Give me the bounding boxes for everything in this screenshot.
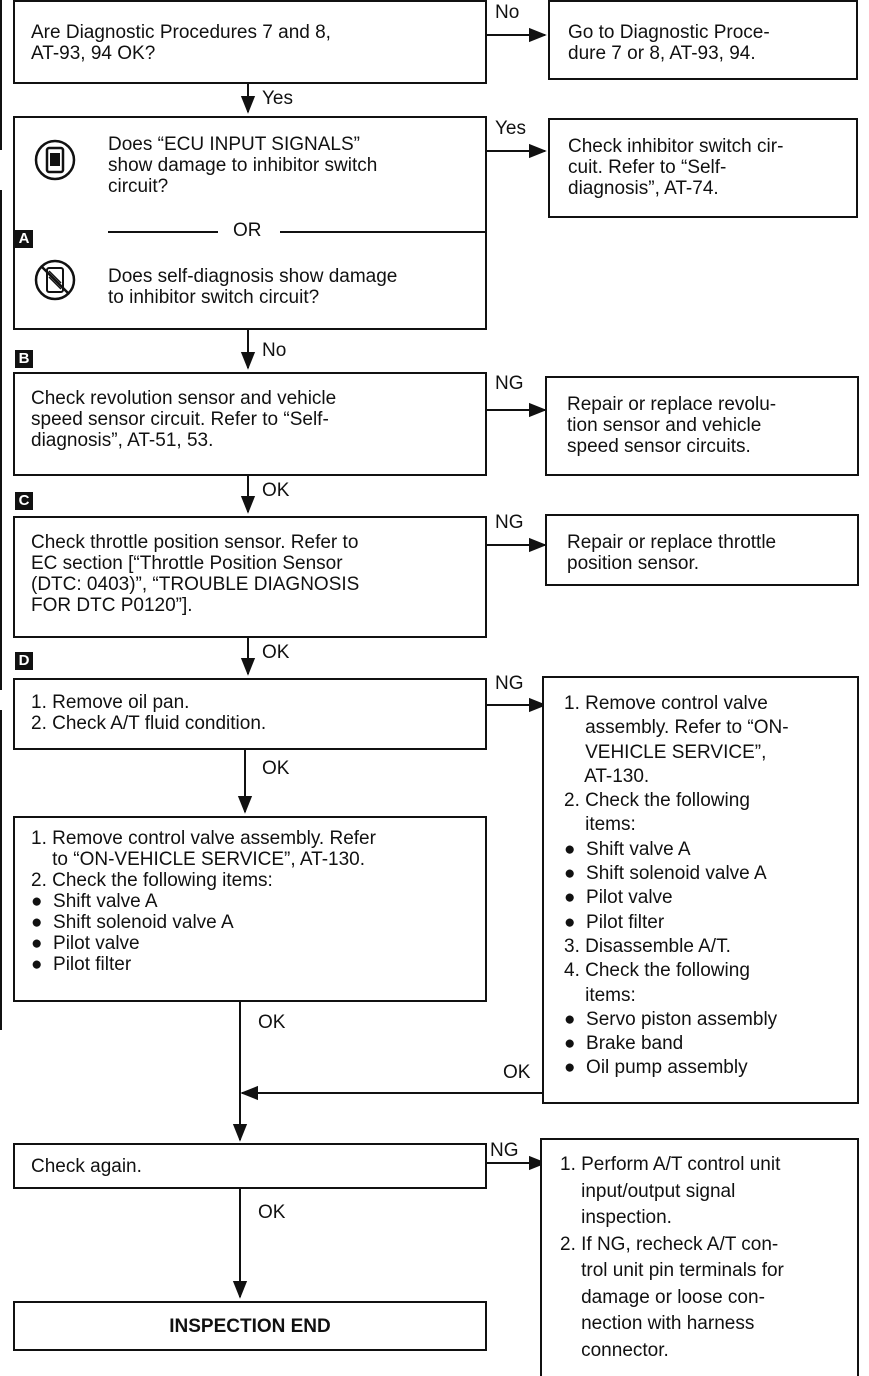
label-no: No [262, 340, 287, 361]
or-divider [108, 231, 218, 233]
check-revolution-sensor: Check revolution sensor and vehicle spee… [13, 372, 487, 476]
label-ng: NG [495, 512, 524, 533]
marker-c: C [15, 492, 33, 510]
margin-bar [0, 190, 2, 690]
instruction-text: 1. Remove control valve assembly. Refer … [564, 693, 789, 1079]
instruction-text: Check throttle position sensor. Refer to… [31, 532, 360, 616]
or-label: OR [233, 220, 262, 241]
margin-bar [0, 710, 2, 1030]
label-ng: NG [490, 1140, 519, 1161]
instruction-text: 1. Remove control valve assembly. Refer … [31, 828, 376, 975]
consult-icon [34, 139, 76, 181]
go-to-procedure-box: Go to Diagnostic Proce- dure 7 or 8, AT-… [548, 0, 858, 80]
inspection-end: INSPECTION END [13, 1301, 487, 1351]
question-text: Are Diagnostic Procedures 7 and 8, AT-93… [31, 22, 331, 64]
label-no: No [495, 2, 520, 23]
remove-oil-pan: 1. Remove oil pan. 2. Check A/T fluid co… [13, 678, 487, 750]
end-text: INSPECTION END [169, 1316, 331, 1337]
marker-b: B [15, 350, 33, 368]
label-ok: OK [503, 1062, 531, 1083]
question-text: Does self-diagnosis show damage to inhib… [108, 266, 398, 308]
repair-revolution-sensor: Repair or replace revolu- tion sensor an… [545, 376, 859, 476]
remove-control-valve-full: 1. Remove control valve assembly. Refer … [542, 676, 859, 1104]
perform-signal-inspection: 1. Perform A/T control unit input/output… [540, 1138, 859, 1376]
instruction-text: Check inhibitor switch cir- cuit. Refer … [568, 136, 784, 199]
label-ng: NG [495, 673, 524, 694]
instruction-text: Check again. [31, 1156, 142, 1177]
repair-throttle-sensor: Repair or replace throttle position sens… [545, 514, 859, 586]
question-inhibitor-switch: Does “ECU INPUT SIGNALS” show damage to … [13, 116, 487, 330]
remove-control-valve: 1. Remove control valve assembly. Refer … [13, 816, 487, 1002]
check-again: Check again. [13, 1143, 487, 1189]
no-consult-icon [34, 259, 76, 301]
check-inhibitor-box: Check inhibitor switch cir- cuit. Refer … [548, 118, 858, 218]
label-yes: Yes [495, 118, 526, 139]
instruction-text: Repair or replace throttle position sens… [567, 532, 777, 574]
instruction-text: Check revolution sensor and vehicle spee… [31, 388, 337, 451]
instruction-text: Repair or replace revolu- tion sensor an… [567, 394, 777, 457]
margin-bar [0, 0, 2, 150]
label-yes: Yes [262, 88, 293, 109]
label-ok: OK [262, 642, 290, 663]
instruction-text: 1. Perform A/T control unit input/output… [560, 1154, 784, 1361]
marker-d: D [15, 652, 33, 670]
instruction-text: 1. Remove oil pan. 2. Check A/T fluid co… [31, 692, 267, 734]
or-divider [280, 231, 487, 233]
marker-a: A [15, 230, 33, 248]
label-ok: OK [262, 758, 290, 779]
label-ok: OK [258, 1012, 286, 1033]
label-ok: OK [262, 480, 290, 501]
check-throttle-sensor: Check throttle position sensor. Refer to… [13, 516, 487, 638]
question-procedures-7-8: Are Diagnostic Procedures 7 and 8, AT-93… [13, 0, 487, 84]
question-text: Does “ECU INPUT SIGNALS” show damage to … [108, 134, 378, 197]
label-ng: NG [495, 373, 524, 394]
label-ok: OK [258, 1202, 286, 1223]
instruction-text: Go to Diagnostic Proce- dure 7 or 8, AT-… [568, 22, 770, 64]
